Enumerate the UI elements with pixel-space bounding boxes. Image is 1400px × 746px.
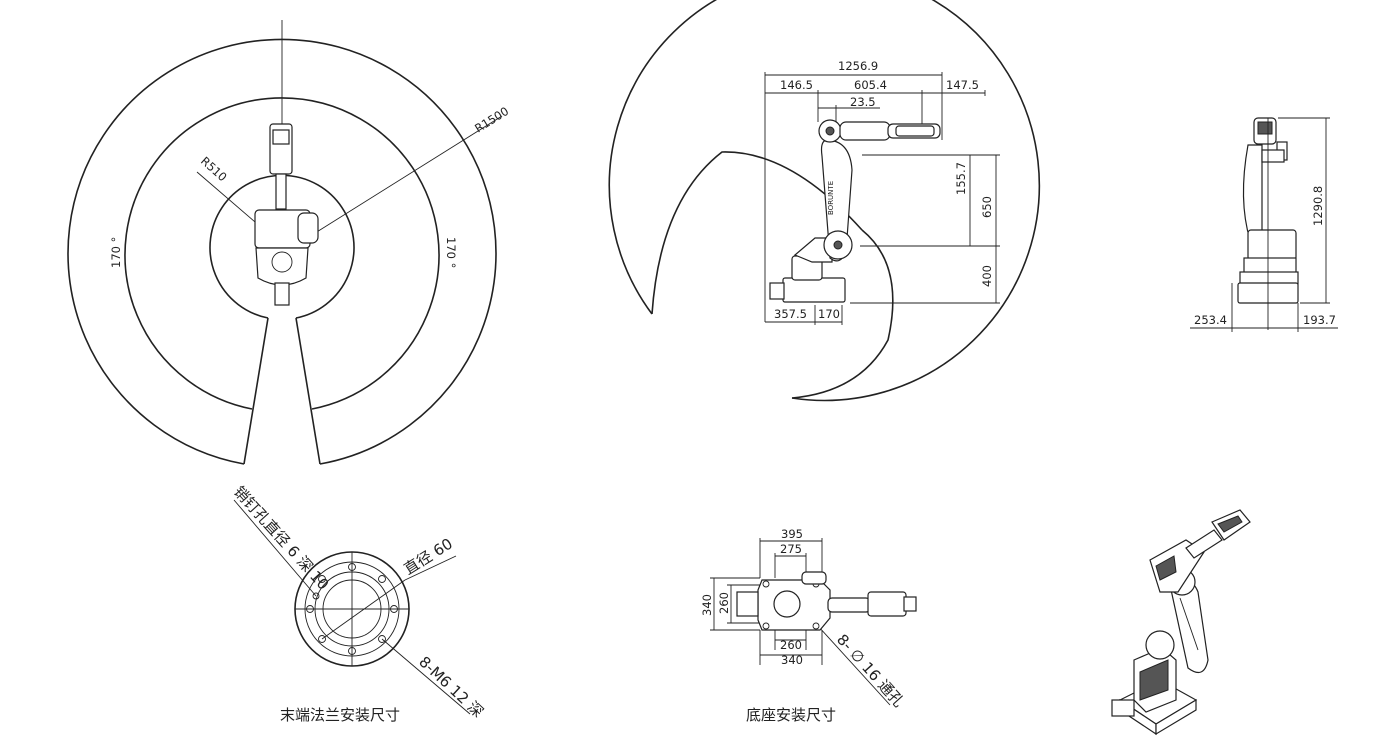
base-dim-395: 395 bbox=[781, 527, 803, 541]
side-view: BORUNTE 1256.9 146.5 605.4 147.5 23.5 15… bbox=[608, 0, 1041, 402]
base-dim-260-v: 260 bbox=[717, 592, 731, 614]
flange-diameter-label: 直径 60 bbox=[401, 535, 456, 579]
r1500-label: R1500 bbox=[472, 104, 511, 136]
r1500-leader bbox=[295, 115, 503, 246]
robot-top-silhouette bbox=[254, 123, 319, 306]
base-caption: 底座安装尺寸 bbox=[746, 706, 836, 724]
flange-bolt-holes bbox=[306, 563, 398, 655]
dim-605-4: 605.4 bbox=[854, 78, 887, 92]
dim-357-5: 357.5 bbox=[774, 307, 807, 321]
side-envelope-inner-left bbox=[651, 151, 863, 315]
dim-650: 650 bbox=[980, 196, 994, 218]
dim-147-5: 147.5 bbox=[946, 78, 979, 92]
dim-1290-8: 1290.8 bbox=[1311, 186, 1325, 226]
angle-left-label: 170 ° bbox=[109, 237, 123, 268]
base-dim-340-h: 340 bbox=[781, 653, 803, 667]
side-arm-text: BORUNTE bbox=[827, 181, 835, 215]
base-robot-silhouette bbox=[736, 571, 917, 631]
base-dim-275: 275 bbox=[780, 542, 802, 556]
base-dim-340-v: 340 bbox=[700, 594, 714, 616]
dim-146-5: 146.5 bbox=[780, 78, 813, 92]
dim-253-4: 253.4 bbox=[1194, 313, 1227, 327]
base-dim-260-h: 260 bbox=[780, 638, 802, 652]
flange-view: 销钉孔直径 6 深 10 直径 60 8-M6 12 深 末端法兰安装尺寸 bbox=[230, 483, 487, 724]
top-view: R1500 R510 170 ° 170 ° bbox=[67, 20, 511, 465]
dim-193-7: 193.7 bbox=[1303, 313, 1336, 327]
dim-1256-9: 1256.9 bbox=[838, 59, 878, 73]
side-envelope-inner-right bbox=[791, 229, 894, 399]
front-dimensions bbox=[1190, 117, 1338, 332]
dim-170: 170 bbox=[818, 307, 840, 321]
flange-bolts-label: 8-M6 12 深 bbox=[415, 653, 487, 721]
dim-155-7: 155.7 bbox=[954, 162, 968, 195]
pin-hole-label: 销钉孔直径 6 深 10 bbox=[230, 483, 332, 594]
front-view: 1290.8 253.4 193.7 bbox=[1190, 117, 1338, 332]
angle-right-label: 170 ° bbox=[444, 237, 458, 268]
robot-side-silhouette: BORUNTE bbox=[769, 119, 941, 303]
side-envelope-outer bbox=[608, 0, 1041, 402]
base-holes-label: 8- ∅ 16 通孔 bbox=[833, 631, 908, 711]
robot-front-silhouette bbox=[1237, 117, 1299, 330]
dim-23-5: 23.5 bbox=[850, 95, 876, 109]
r510-label: R510 bbox=[198, 154, 230, 184]
base-dimensions bbox=[710, 538, 891, 706]
dim-400: 400 bbox=[980, 265, 994, 287]
flange-caption: 末端法兰安装尺寸 bbox=[280, 706, 400, 724]
isometric-robot bbox=[1111, 509, 1251, 736]
base-view: 395 275 340 260 260 340 8- ∅ 16 通孔 底座安装尺… bbox=[700, 527, 917, 724]
side-dimensions bbox=[764, 72, 1000, 325]
